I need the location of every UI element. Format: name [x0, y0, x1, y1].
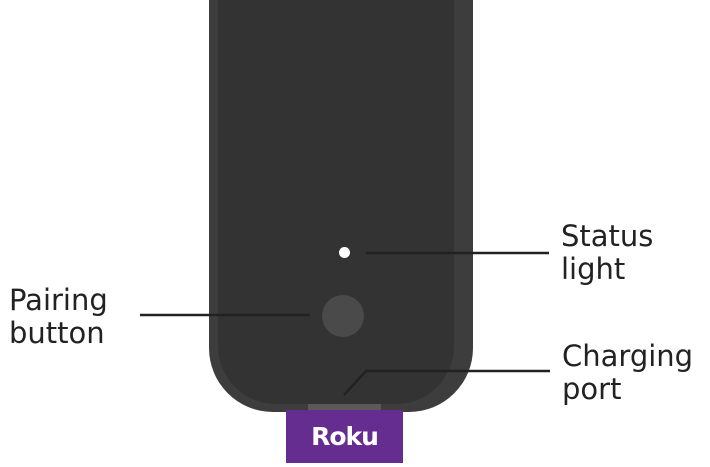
status-light-label-line2: light: [561, 252, 626, 286]
charging-port-label: Charging port: [562, 340, 693, 406]
status-light-label: Status light: [561, 220, 653, 286]
charging-port-leader-line: [343, 369, 550, 396]
pairing-button-label-line2: button: [9, 316, 105, 350]
pairing-button[interactable]: [322, 295, 364, 337]
roku-logo-text: Roku: [311, 422, 379, 451]
status-light: [339, 247, 350, 258]
remote-face: [218, 0, 454, 404]
charging-port-label-line2: port: [562, 372, 622, 406]
charging-port: [308, 404, 381, 412]
pairing-button-label-line1: Pairing: [9, 283, 108, 317]
pairing-button-label: Pairing button: [9, 284, 108, 350]
charging-port-label-line1: Charging: [562, 339, 694, 373]
status-light-label-line1: Status: [561, 219, 654, 253]
roku-logo-tag: Roku: [286, 410, 403, 463]
